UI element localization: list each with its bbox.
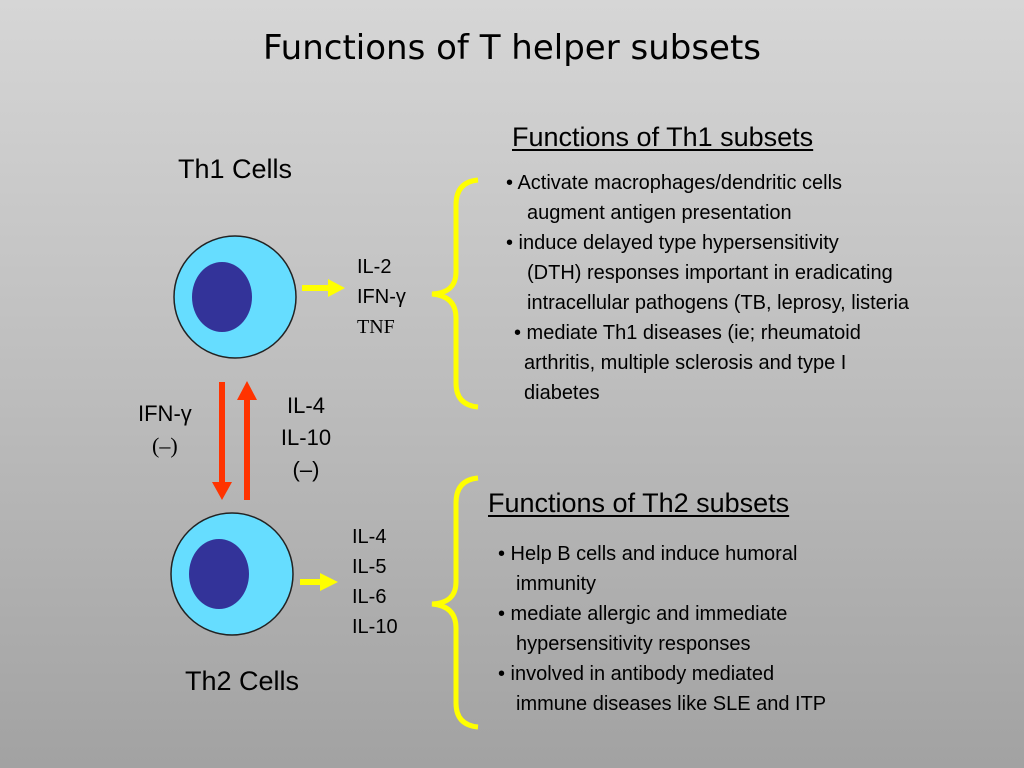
regulation-left-label: IFN-γ (–) — [138, 398, 192, 462]
th1-functions-heading: Functions of Th1 subsets — [512, 122, 814, 152]
th1-nucleus — [192, 262, 252, 332]
th2-nucleus — [189, 539, 249, 609]
th1-cytokine: TNF — [357, 316, 395, 338]
th2-cytokine: IL-4 — [352, 526, 387, 548]
regulation-left-line: IFN-γ — [138, 401, 192, 426]
up-arrow — [237, 381, 257, 500]
th2-cell — [170, 512, 294, 636]
th2-function-line: immunity — [516, 573, 597, 595]
down-arrow — [212, 382, 232, 500]
th1-cell — [173, 235, 297, 359]
th1-cytokine-arrow — [302, 279, 345, 297]
regulation-right-line: (–) — [292, 457, 320, 482]
th1-functions-list: • Activate macrophages/dendritic cells a… — [506, 168, 909, 408]
th2-function-line: • mediate allergic and immediate — [498, 603, 788, 625]
th1-function-line: intracellular pathogens (TB, leprosy, li… — [527, 292, 910, 314]
th2-cytokine-arrow — [300, 573, 338, 591]
th1-function-line: • induce delayed type hypersensitivity — [506, 232, 839, 254]
th1-cytokine-list: IL-2 IFN-γ TNF — [357, 252, 406, 342]
page-title: Functions of T helper subsets — [262, 28, 761, 68]
th1-function-line: diabetes — [524, 382, 600, 404]
th2-cytokine-list: IL-4 IL-5 IL-6 IL-10 — [352, 522, 398, 642]
th2-function-line: hypersensitivity responses — [516, 633, 751, 655]
th1-function-line: (DTH) responses important in eradicating — [527, 262, 893, 284]
th2-functions-list: • Help B cells and induce humoral immuni… — [498, 539, 826, 719]
th1-function-line: arthritis, multiple sclerosis and type I — [524, 352, 847, 374]
th1-function-line: augment antigen presentation — [527, 202, 792, 224]
th1-cells-label: Th1 Cells — [178, 154, 293, 184]
th2-function-line: immune diseases like SLE and ITP — [516, 693, 827, 715]
th1-cytokine: IL-2 — [357, 256, 392, 278]
regulation-right-line: IL-4 — [287, 393, 325, 418]
th2-cytokine: IL-5 — [352, 556, 387, 578]
th2-cytokine: IL-6 — [352, 586, 387, 608]
th2-cells-label: Th2 Cells — [185, 666, 300, 696]
th2-function-line: • involved in antibody mediated — [498, 663, 775, 685]
th2-bracket — [431, 475, 479, 730]
th2-functions-heading: Functions of Th2 subsets — [488, 488, 790, 518]
th2-cytokine: IL-10 — [352, 616, 398, 638]
th1-bracket — [431, 177, 479, 410]
regulation-left-line: (–) — [152, 433, 178, 458]
th1-function-line: • mediate Th1 diseases (ie; rheumatoid — [514, 322, 861, 344]
regulation-right-label: IL-4 IL-10 (–) — [273, 390, 339, 486]
th1-cytokine: IFN-γ — [357, 286, 406, 308]
th1-function-line: • Activate macrophages/dendritic cells — [506, 172, 843, 194]
th2-function-line: • Help B cells and induce humoral — [498, 543, 798, 565]
regulation-right-line: IL-10 — [280, 425, 332, 450]
